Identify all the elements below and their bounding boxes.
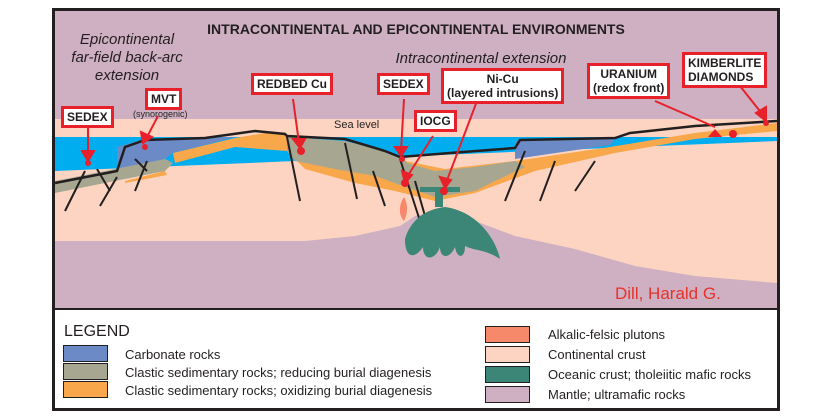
faults: [64, 136, 596, 224]
label-uranium: URANIUM (redox front): [587, 63, 671, 99]
legend-swatch-oceanic-crust: [485, 366, 530, 383]
setting-line: extension: [94, 67, 160, 84]
setting-epicontinental: Epicontinental far-field back-arc extens…: [57, 31, 197, 85]
legend-swatch-clastic-reducing: [63, 363, 108, 380]
label-text: SEDEX: [67, 110, 108, 124]
legend-label: Clastic sedimentary rocks; reducing buri…: [125, 365, 432, 380]
legend-label: Carbonate rocks: [125, 347, 221, 362]
cross-section: INTRACONTINENTAL AND EPICONTINENTAL ENVI…: [55, 11, 777, 308]
marker-mvt: [142, 144, 148, 150]
legend-swatch-continental-crust: [485, 346, 530, 363]
label-mvt: MVT: [145, 88, 183, 110]
setting-line: far-field back-arc: [71, 49, 183, 66]
marker-redbed: [297, 147, 305, 155]
label-text: DIAMONDS: [688, 70, 754, 84]
label-text: REDBED Cu: [257, 77, 328, 91]
label-ni-cu: Ni-Cu (layered intrusions): [441, 68, 565, 104]
legend-title: LEGEND: [64, 323, 130, 340]
label-text: URANIUM: [600, 67, 657, 81]
marker-kimberlite: [763, 120, 769, 126]
label-text: KIMBERLITE: [688, 56, 762, 70]
oceanic-mafic-intrusion: [405, 187, 500, 259]
legend: LEGEND Carbonate rocks Clastic sedimenta…: [55, 310, 777, 408]
legend-swatch-clastic-oxidizing: [63, 381, 108, 398]
figure-frame: INTRACONTINENTAL AND EPICONTINENTAL ENVI…: [52, 8, 780, 411]
setting-line: Epicontinental: [79, 31, 175, 48]
marker-sedex-right: [399, 156, 405, 162]
label-kimberlite: KIMBERLITE DIAMONDS: [682, 52, 768, 88]
label-text: (layered intrusions): [447, 86, 559, 100]
marker-uranium: [729, 130, 737, 138]
label-text: IOCG: [420, 114, 451, 128]
label-text: SEDEX: [383, 77, 424, 91]
author-credit: Dill, Harald G.: [615, 284, 721, 303]
legend-swatch-carbonate: [63, 345, 108, 362]
diagram-title: INTRACONTINENTAL AND EPICONTINENTAL ENVI…: [207, 21, 625, 37]
alkalic-felsic-pluton: [399, 197, 408, 221]
marker-nicu: [440, 187, 448, 195]
marker-uranium-triangle: [708, 129, 722, 137]
deposit-markers: [85, 120, 769, 195]
cross-section-svg: [55, 11, 777, 308]
label-sedex-right: SEDEX: [377, 73, 430, 95]
setting-intracontinental: Intracontinental extension: [395, 50, 567, 67]
legend-swatch-mantle: [485, 386, 530, 403]
label-text: Ni-Cu: [486, 72, 519, 86]
sea-level-label: Sea level: [334, 119, 380, 131]
marker-sedex-left: [85, 160, 91, 166]
legend-label: Alkalic-felsic plutons: [548, 327, 666, 342]
legend-swatch-alkalic-felsic: [485, 326, 530, 343]
legend-label: Mantle; ultramafic rocks: [548, 387, 686, 402]
label-text: (redox front): [593, 81, 665, 95]
pointer-arrows: [80, 85, 767, 190]
label-redbed-cu: REDBED Cu: [251, 73, 334, 95]
label-text: MVT: [151, 92, 177, 106]
legend-label: Oceanic crust; tholeiitic mafic rocks: [548, 367, 752, 382]
legend-label: Continental crust: [548, 347, 646, 362]
legend-divider: [55, 308, 777, 310]
legend-label: Clastic sedimentary rocks; oxidizing bur…: [125, 383, 433, 398]
carbonate-right: [515, 139, 615, 159]
label-sedex-left: SEDEX: [61, 106, 114, 128]
label-mvt-note: (synorogenic): [133, 109, 188, 119]
label-iocg: IOCG: [414, 110, 457, 132]
